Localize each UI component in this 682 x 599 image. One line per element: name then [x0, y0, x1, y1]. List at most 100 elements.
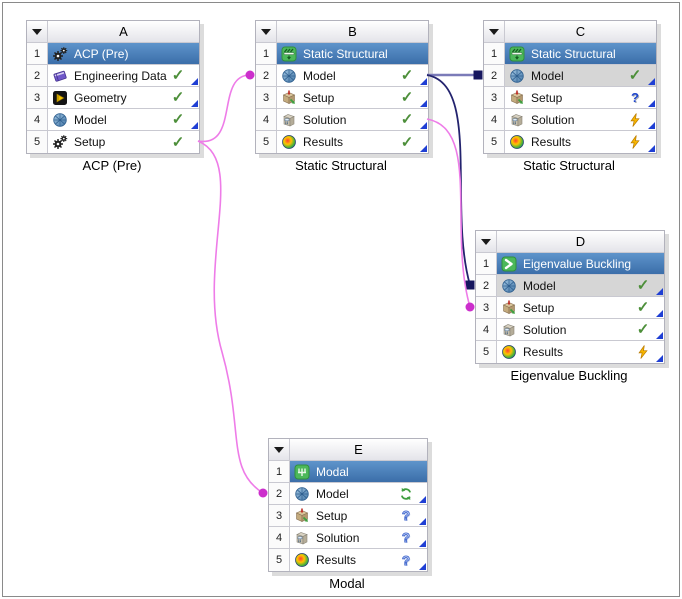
status-bolt-icon [635, 344, 651, 360]
cell-model[interactable]: Model✓ [497, 275, 664, 296]
system-menu-button[interactable] [476, 231, 497, 252]
cell-results[interactable]: Results [497, 341, 664, 363]
cell-results[interactable]: Results? [290, 549, 427, 571]
row-number: 3 [476, 297, 497, 318]
system-header-cell[interactable]: C [505, 21, 656, 42]
cell-model[interactable]: Model [290, 483, 427, 504]
model-icon [52, 112, 68, 128]
status-glyph: ✓ [400, 89, 414, 106]
status-glyph: ✓ [636, 277, 650, 294]
book-icon [52, 68, 68, 84]
row-number-label: 1 [262, 47, 270, 60]
system-caption: Eigenvalue Buckling [510, 368, 628, 383]
row-number: 1 [484, 43, 505, 64]
row-number: 1 [476, 253, 497, 274]
system-caption: Modal [329, 576, 365, 591]
cell-setup[interactable]: Setup✓ [497, 297, 664, 318]
cell-geometry[interactable]: Geometry✓ [48, 87, 199, 108]
cell-model[interactable]: Model ✓ [277, 65, 428, 86]
cell-label: Solution [531, 112, 575, 127]
status-glyph: ? [631, 90, 639, 105]
status-check-icon: ✓ [170, 112, 186, 128]
system-menu-button[interactable] [269, 439, 290, 460]
row-number-label: 4 [490, 113, 498, 126]
system-header-cell[interactable]: E [290, 439, 427, 460]
row-number: 4 [256, 109, 277, 130]
cell-acp-pre[interactable]: ACP (Pre) [48, 43, 199, 64]
cell-setup[interactable]: Setup✓ [277, 87, 428, 108]
cell-results[interactable]: Results✓ [277, 131, 428, 153]
cell-solution[interactable]: Solution✓ [277, 109, 428, 130]
system-menu-button[interactable] [27, 21, 48, 42]
row-number: 4 [484, 109, 505, 130]
io-corner-indicator [656, 310, 663, 317]
system-menu-button[interactable] [484, 21, 505, 42]
row-number: 5 [476, 341, 497, 363]
status-bolt-icon [627, 112, 643, 128]
cell-eigenvalue-buckling[interactable]: Eigenvalue Buckling [497, 253, 664, 274]
row-number-label: 5 [33, 136, 41, 148]
chevron-down-icon [32, 28, 42, 35]
cell-model[interactable]: Model✓ [505, 65, 656, 86]
setup-box-icon [501, 300, 517, 316]
cell-setup[interactable]: Setup? [290, 505, 427, 526]
cell-label: Model [303, 68, 336, 83]
status-glyph: ? [402, 508, 411, 523]
status-question-outline-icon: ? [398, 552, 414, 568]
system-menu-button[interactable] [256, 21, 277, 42]
row-number: 5 [256, 131, 277, 153]
row-number: 1 [256, 43, 277, 64]
cell-label: Model [74, 112, 107, 127]
row-number-label: 3 [275, 509, 283, 522]
row-number: 2 [27, 65, 48, 86]
system-header-cell[interactable]: A [48, 21, 199, 42]
io-corner-indicator [191, 100, 198, 107]
cell-solution[interactable]: Solution [505, 109, 656, 130]
cell-label: Modal [316, 464, 349, 479]
system-letter: B [348, 24, 357, 39]
status-question-icon: ? [627, 90, 643, 106]
row-number-label: 1 [33, 47, 41, 60]
gears-icon [52, 46, 68, 62]
cell-label: Results [523, 345, 564, 359]
io-corner-indicator [656, 288, 663, 295]
cell-solution[interactable]: Solution? [290, 527, 427, 548]
row-number: 4 [269, 527, 290, 548]
cell-setup[interactable]: Setup? [505, 87, 656, 108]
row-number-label: 4 [482, 323, 490, 336]
cell-label: Model [531, 68, 564, 83]
modal-icon [294, 464, 310, 480]
system-header-cell[interactable]: D [497, 231, 664, 252]
cell-static-structural[interactable]: Static Structural [277, 43, 428, 64]
setup-box-icon [294, 508, 310, 524]
static-structural-icon [281, 46, 297, 62]
cell-setup[interactable]: Setup✓ [48, 131, 199, 153]
setup-box-icon [509, 90, 525, 106]
setup-box-icon [281, 90, 297, 106]
cell-static-structural[interactable]: Static Structural [505, 43, 656, 64]
status-bolt-icon [627, 134, 643, 150]
row-number-label: 4 [275, 531, 283, 544]
cell-modal[interactable]: Modal [290, 461, 427, 482]
status-check-icon: ✓ [399, 90, 415, 106]
cell-model[interactable]: Model ✓ [48, 109, 199, 130]
cell-solution[interactable]: Solution✓ [497, 319, 664, 340]
status-check-icon: ✓ [399, 68, 415, 84]
geometry-icon [52, 90, 68, 106]
status-check-icon: ✓ [635, 278, 651, 294]
row-number: 3 [484, 87, 505, 108]
io-corner-indicator [648, 122, 655, 129]
solution-box-icon [281, 112, 297, 128]
row-number: 4 [476, 319, 497, 340]
cell-results[interactable]: Results [505, 131, 656, 153]
row-number-label: 3 [490, 91, 498, 104]
cell-label: Setup [316, 508, 348, 523]
system-header-cell[interactable]: B [277, 21, 428, 42]
row-number: 3 [269, 505, 290, 526]
row-number: 2 [476, 275, 497, 296]
cell-engineering-data[interactable]: Engineering Data✓ [48, 65, 199, 86]
io-corner-indicator [419, 518, 426, 525]
row-number-label: 5 [275, 554, 283, 566]
